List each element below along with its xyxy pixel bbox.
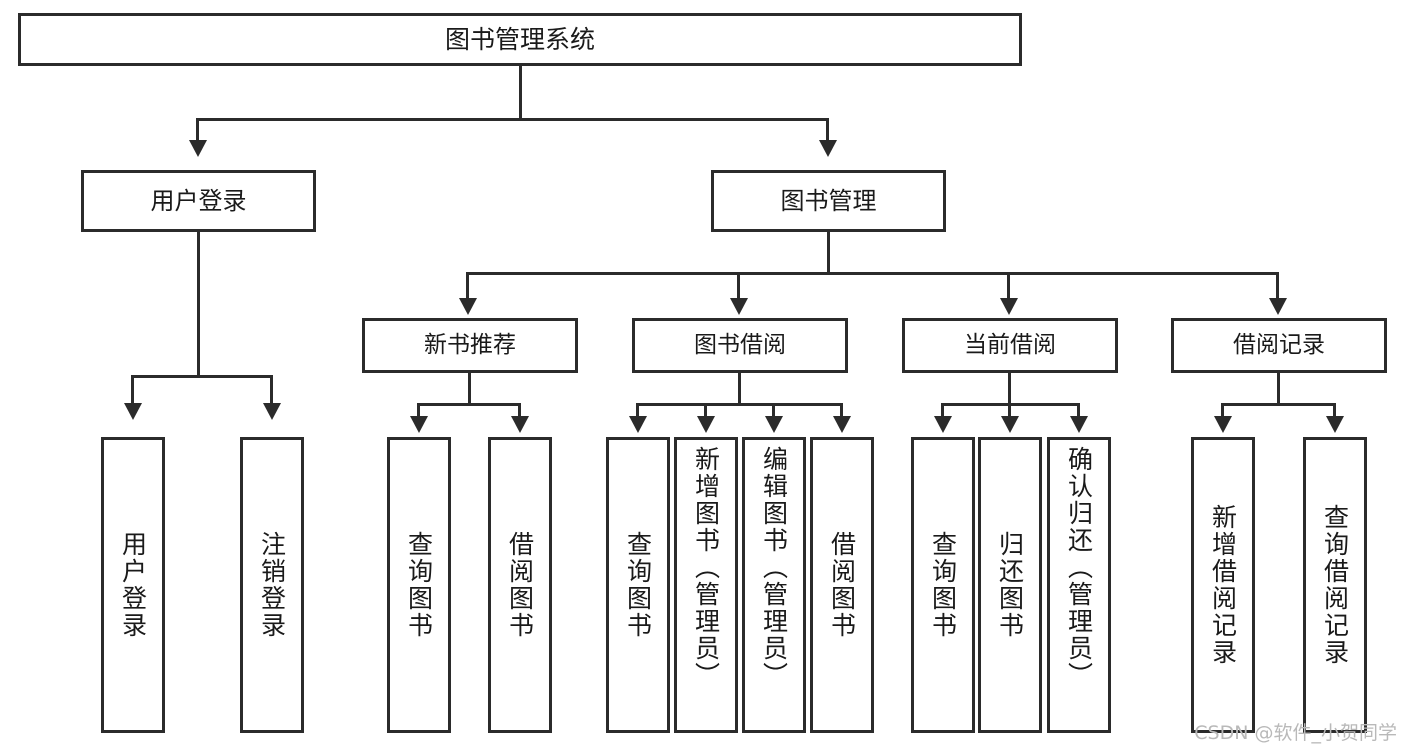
edge-borrow-record-bus (1221, 403, 1336, 406)
node-label: 图书管理 (780, 186, 877, 215)
edge-bb-to-leaf-1 (636, 403, 639, 419)
edge-root-to-book-management (826, 118, 829, 142)
edge-root-bus (196, 118, 829, 121)
edge-cb-to-leaf-2 (1008, 403, 1011, 419)
leaf-label: 用户登录 (118, 531, 148, 639)
node-label: 借阅记录 (1233, 331, 1325, 358)
leaf-cb-query-book[interactable]: 查询图书 (911, 437, 975, 733)
edge-user-login-to-leaf-1 (131, 375, 134, 405)
leaf-user-login-logout[interactable]: 注销登录 (240, 437, 304, 733)
node-label: 用户登录 (150, 186, 247, 215)
node-borrow-record[interactable]: 借阅记录 (1171, 318, 1387, 373)
node-label: 图书管理系统 (444, 24, 595, 54)
edge-book-management-bus (466, 272, 1279, 275)
node-label: 新书推荐 (424, 331, 516, 358)
arrow-to-borrow-record-icon (1269, 298, 1287, 315)
leaf-br-add-record[interactable]: 新增借阅记录 (1191, 437, 1255, 733)
leaf-label: 查询图书 (623, 531, 653, 639)
arrow-nbr-to-leaf-2-icon (511, 416, 529, 433)
leaf-label: 查询借阅记录 (1320, 504, 1350, 666)
edge-borrow-record-stem (1277, 373, 1280, 403)
edge-bb-to-leaf-4 (840, 403, 843, 419)
leaf-label: 查询图书 (928, 531, 958, 639)
leaf-label: 新增借阅记录 (1208, 504, 1238, 666)
node-book-borrow[interactable]: 图书借阅 (632, 318, 848, 373)
arrow-cb-to-leaf-2-icon (1001, 416, 1019, 433)
leaf-user-login-login[interactable]: 用户登录 (101, 437, 165, 733)
arrow-root-to-book-management-icon (819, 140, 837, 157)
edge-to-new-book-recommend (466, 272, 469, 300)
node-label: 当前借阅 (964, 331, 1056, 358)
node-new-book-recommend[interactable]: 新书推荐 (362, 318, 578, 373)
leaf-br-query-record[interactable]: 查询借阅记录 (1303, 437, 1367, 733)
edge-br-to-leaf-2 (1333, 403, 1336, 419)
leaf-label: 查询图书 (404, 531, 434, 639)
node-user-login[interactable]: 用户登录 (81, 170, 316, 232)
edge-book-borrow-bus (636, 403, 843, 406)
node-book-management[interactable]: 图书管理 (711, 170, 946, 232)
edge-root-stem (519, 66, 522, 118)
leaf-label: 注销登录 (257, 531, 287, 639)
edge-user-login-stem (197, 232, 200, 375)
leaf-bb-edit-book-admin[interactable]: 编辑图书（管理员） (742, 437, 806, 733)
leaf-label: 新增图书（管理员） (691, 446, 721, 689)
leaf-label: 编辑图书（管理员） (759, 446, 789, 689)
edge-to-borrow-record (1276, 272, 1279, 300)
arrow-bb-to-leaf-2-icon (697, 416, 715, 433)
edge-bb-to-leaf-2 (704, 403, 707, 419)
edge-current-borrow-stem (1008, 373, 1011, 403)
leaf-label: 确认归还（管理员） (1064, 446, 1094, 689)
arrow-to-current-borrow-icon (1000, 298, 1018, 315)
leaf-nbr-query-book[interactable]: 查询图书 (387, 437, 451, 733)
arrow-cb-to-leaf-3-icon (1070, 416, 1088, 433)
leaf-bb-query-book[interactable]: 查询图书 (606, 437, 670, 733)
edge-to-current-borrow (1007, 272, 1010, 300)
leaf-label: 借阅图书 (827, 531, 857, 639)
node-label: 图书借阅 (694, 331, 786, 358)
leaf-label: 归还图书 (995, 531, 1025, 639)
edge-cb-to-leaf-3 (1077, 403, 1080, 419)
arrow-to-book-borrow-icon (730, 298, 748, 315)
leaf-cb-confirm-return-admin[interactable]: 确认归还（管理员） (1047, 437, 1111, 733)
edge-nbr-to-leaf-2 (518, 403, 521, 419)
leaf-nbr-borrow-book[interactable]: 借阅图书 (488, 437, 552, 733)
arrow-nbr-to-leaf-1-icon (410, 416, 428, 433)
edge-cb-to-leaf-1 (941, 403, 944, 419)
leaf-bb-add-book-admin[interactable]: 新增图书（管理员） (674, 437, 738, 733)
arrow-user-login-to-leaf-2-icon (263, 403, 281, 420)
arrow-br-to-leaf-2-icon (1326, 416, 1344, 433)
edge-br-to-leaf-1 (1221, 403, 1224, 419)
edge-user-login-to-leaf-2 (270, 375, 273, 405)
edge-book-management-stem (827, 232, 830, 272)
node-root-book-management-system[interactable]: 图书管理系统 (18, 13, 1022, 66)
edge-book-borrow-stem (738, 373, 741, 403)
leaf-cb-return-book[interactable]: 归还图书 (978, 437, 1042, 733)
edge-new-book-recommend-bus (417, 403, 521, 406)
node-current-borrow[interactable]: 当前借阅 (902, 318, 1118, 373)
arrow-bb-to-leaf-1-icon (629, 416, 647, 433)
edge-user-login-bus (131, 375, 273, 378)
arrow-user-login-to-leaf-1-icon (124, 403, 142, 420)
arrow-root-to-user-login-icon (189, 140, 207, 157)
arrow-bb-to-leaf-4-icon (833, 416, 851, 433)
edge-root-to-user-login (196, 118, 199, 142)
arrow-to-new-book-recommend-icon (459, 298, 477, 315)
leaf-label: 借阅图书 (505, 531, 535, 639)
arrow-br-to-leaf-1-icon (1214, 416, 1232, 433)
edge-new-book-recommend-stem (468, 373, 471, 403)
arrow-cb-to-leaf-1-icon (934, 416, 952, 433)
edge-to-book-borrow (737, 272, 740, 300)
edge-nbr-to-leaf-1 (417, 403, 420, 419)
leaf-bb-borrow-book[interactable]: 借阅图书 (810, 437, 874, 733)
arrow-bb-to-leaf-3-icon (765, 416, 783, 433)
edge-bb-to-leaf-3 (772, 403, 775, 419)
